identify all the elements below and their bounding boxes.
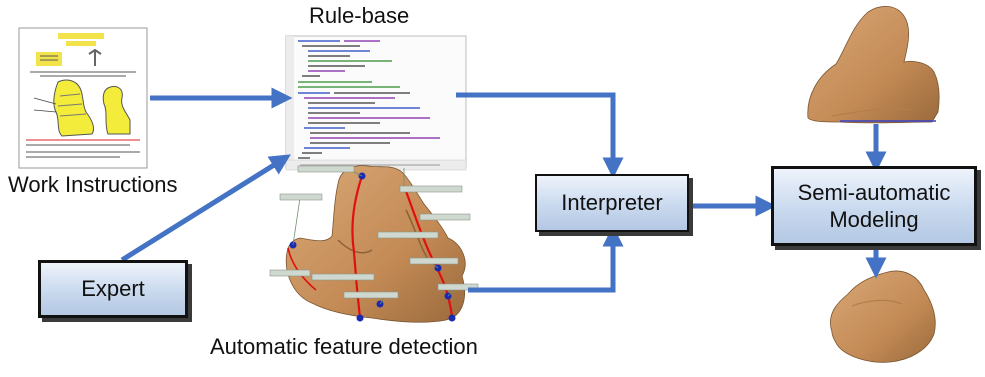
rule-base-label: Rule-base [309, 3, 410, 28]
interpreter-box: Interpreter [535, 174, 689, 232]
feature-detection-model [269, 165, 479, 323]
modeling-box-label-line2: Modeling [829, 207, 919, 232]
arrow-rule-base-to-interpreter [456, 92, 624, 179]
arrow-feature-detection-to-interpreter [468, 225, 624, 293]
arrow-expert-to-rule-base [120, 154, 291, 263]
input-model [807, 6, 940, 124]
work-instructions-label: Work Instructions [8, 172, 178, 197]
output-model [830, 270, 936, 363]
feature-detection-label: Automatic feature detection [210, 334, 478, 359]
expert-box: Expert [38, 260, 188, 318]
rule-base-code-thumbnail [285, 35, 467, 171]
modeling-box-label-line1: Semi-automatic [797, 179, 951, 205]
work-instructions-thumbnail [18, 27, 148, 169]
interpreter-box-label: Interpreter [561, 190, 663, 216]
expert-box-label: Expert [81, 276, 145, 302]
semi-automatic-modeling-box: Semi-automatic Modeling [771, 166, 977, 246]
arrows [120, 87, 887, 293]
